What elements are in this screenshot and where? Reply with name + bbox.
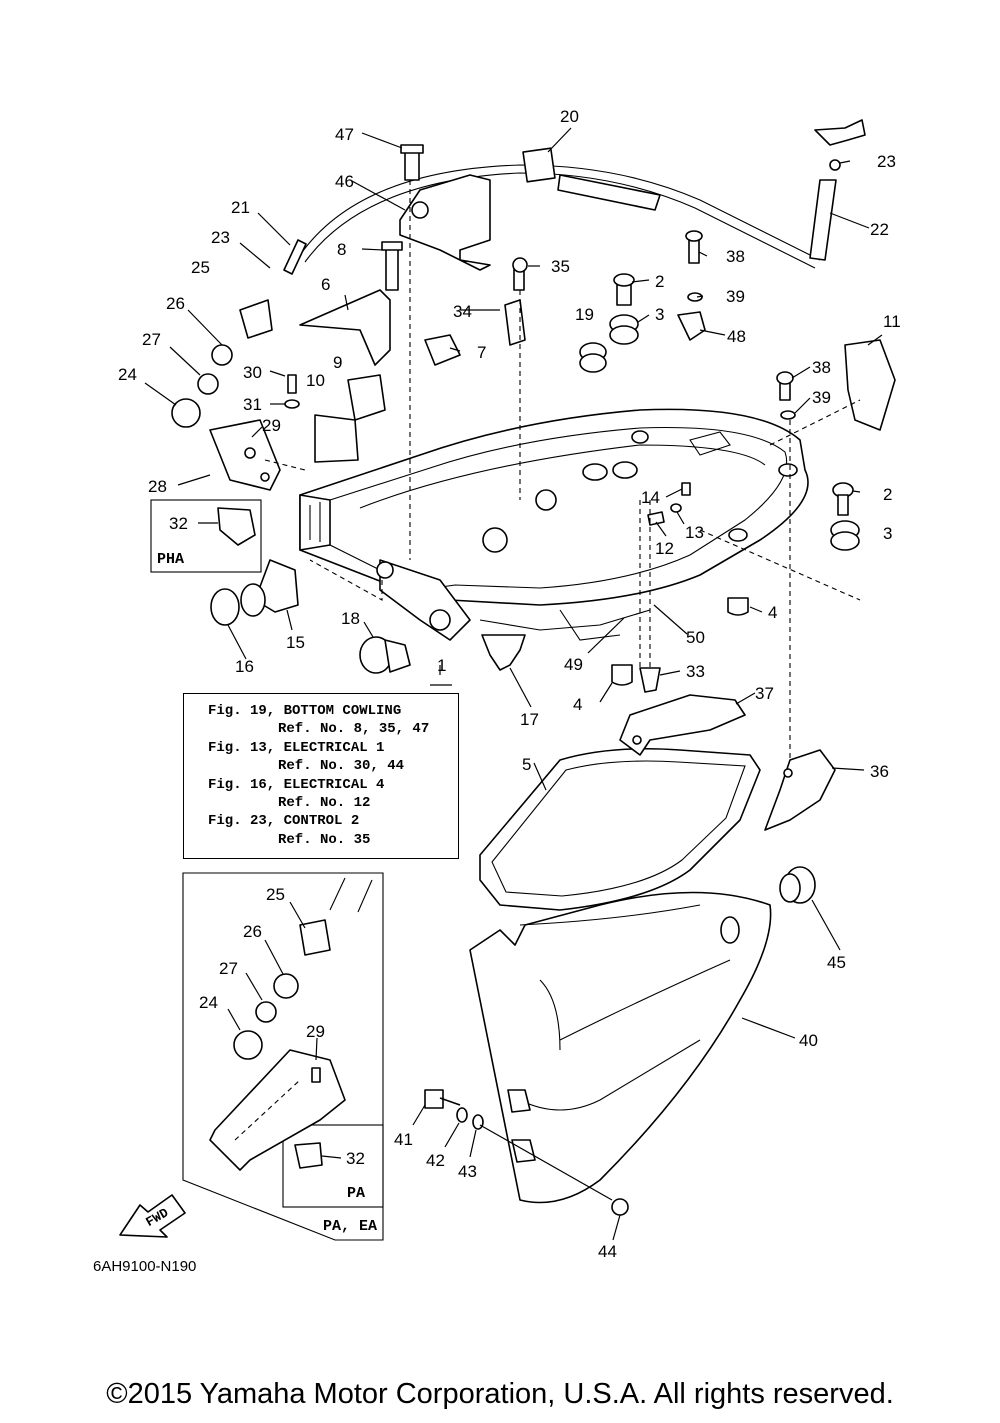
bracket-36 [764,749,836,831]
callout-42: 42 [426,1151,445,1170]
callout-19: 19 [575,305,594,324]
ref-line-8: Ref. No. 35 [278,831,371,848]
callout-27-inset: 27 [219,959,238,978]
callout-44: 44 [598,1242,617,1261]
callout-25-inset: 25 [266,885,285,904]
callout-4-right: 4 [768,603,777,622]
callout-22: 22 [870,220,889,239]
callout-41: 41 [394,1130,413,1149]
ref-line-1: Fig. 19, BOTTOM COWLING [208,703,402,719]
callout-25-main: 25 [191,258,210,277]
pha-label: PHA [157,551,185,568]
callout-48: 48 [727,327,746,346]
callout-23-left: 23 [211,228,230,247]
callout-10: 10 [306,371,325,390]
callout-39-top: 39 [726,287,745,306]
callout-6: 6 [321,275,330,294]
callout-1: 1 [437,656,446,675]
ref-line-3: Fig. 13, ELECTRICAL 1 [208,739,385,756]
callout-9: 9 [333,353,342,372]
callout-47: 47 [335,125,354,144]
fwd-arrow-icon [119,1194,186,1238]
callout-13: 13 [685,523,704,542]
callout-23-top: 23 [877,152,896,171]
left-hardware [171,241,528,491]
callout-46: 46 [335,172,354,191]
callout-34: 34 [453,302,472,321]
bottom-cowling-tray [299,408,809,641]
callout-24-inset: 24 [199,993,218,1012]
ref-line-5: Fig. 16, ELECTRICAL 4 [208,776,385,793]
callout-7: 7 [477,343,486,362]
callout-2-right: 2 [883,485,892,504]
hidden-lines [264,180,861,760]
callout-28: 28 [148,477,167,496]
grommets [210,230,896,1216]
callout-18: 18 [341,609,360,628]
ref-line-4: Ref. No. 30, 44 [278,758,405,775]
callout-14: 14 [641,488,660,507]
copyright-notice: ©2015 Yamaha Motor Corporation, U.S.A. A… [106,1378,894,1410]
callout-32-inset: 32 [346,1149,365,1168]
pa-label: PA [347,1185,366,1202]
callout-36: 36 [870,762,889,781]
reference-box: Fig. 19, BOTTOM COWLING Ref. No. 8, 35, … [183,693,459,859]
callout-50: 50 [686,628,705,647]
callout-5: 5 [522,755,531,774]
callout-26-main: 26 [166,294,185,313]
callout-15: 15 [286,633,305,652]
callout-3-right: 3 [883,524,892,543]
callout-26-inset: 26 [243,922,262,941]
callout-24-main: 24 [118,365,137,384]
control-cable [283,119,866,275]
callout-43: 43 [458,1162,477,1181]
callout-11: 11 [883,312,901,331]
callout-12: 12 [655,539,674,558]
callout-29-inset: 29 [306,1022,325,1041]
pa-ea-inset-box [182,872,384,1241]
callout-32-pha: 32 [169,514,188,533]
plate-46 [399,144,491,271]
callout-4-bottom: 4 [573,695,582,714]
callout-numbers: 47 20 23 22 46 21 23 8 35 38 25 6 2 39 2… [118,107,901,1261]
callout-20: 20 [560,107,579,126]
leader-lines [144,127,883,1241]
callout-3-top: 3 [655,305,664,324]
callout-31: 31 [243,395,262,414]
ref-line-2: Ref. No. 8, 35, 47 [278,721,430,738]
callout-21: 21 [231,198,250,217]
callout-38-right: 38 [812,358,831,377]
callout-37: 37 [755,684,774,703]
lower-cowling [469,891,772,1204]
callout-45: 45 [827,953,846,972]
callout-49: 49 [564,655,583,674]
callout-33: 33 [686,662,705,681]
cowling-seal [479,747,761,911]
callout-8: 8 [337,240,346,259]
callout-29-main: 29 [262,416,281,435]
callout-27-main: 27 [142,330,161,349]
pha-inset-box [150,499,262,573]
pa-ea-label: PA, EA [323,1218,378,1235]
callout-40: 40 [799,1031,818,1050]
callout-38-top: 38 [726,247,745,266]
callout-2-top: 2 [655,272,664,291]
ref-line-6: Ref. No. 12 [278,794,371,811]
ref-line-7: Fig. 23, CONTROL 2 [208,813,360,830]
diagram-code: 6AH9100-N190 [93,1258,197,1275]
callout-35: 35 [551,257,570,276]
callout-17: 17 [520,710,539,729]
bracket-37 [619,694,746,756]
callout-30: 30 [243,363,262,382]
callout-16: 16 [235,657,254,676]
callout-39-right: 39 [812,388,831,407]
